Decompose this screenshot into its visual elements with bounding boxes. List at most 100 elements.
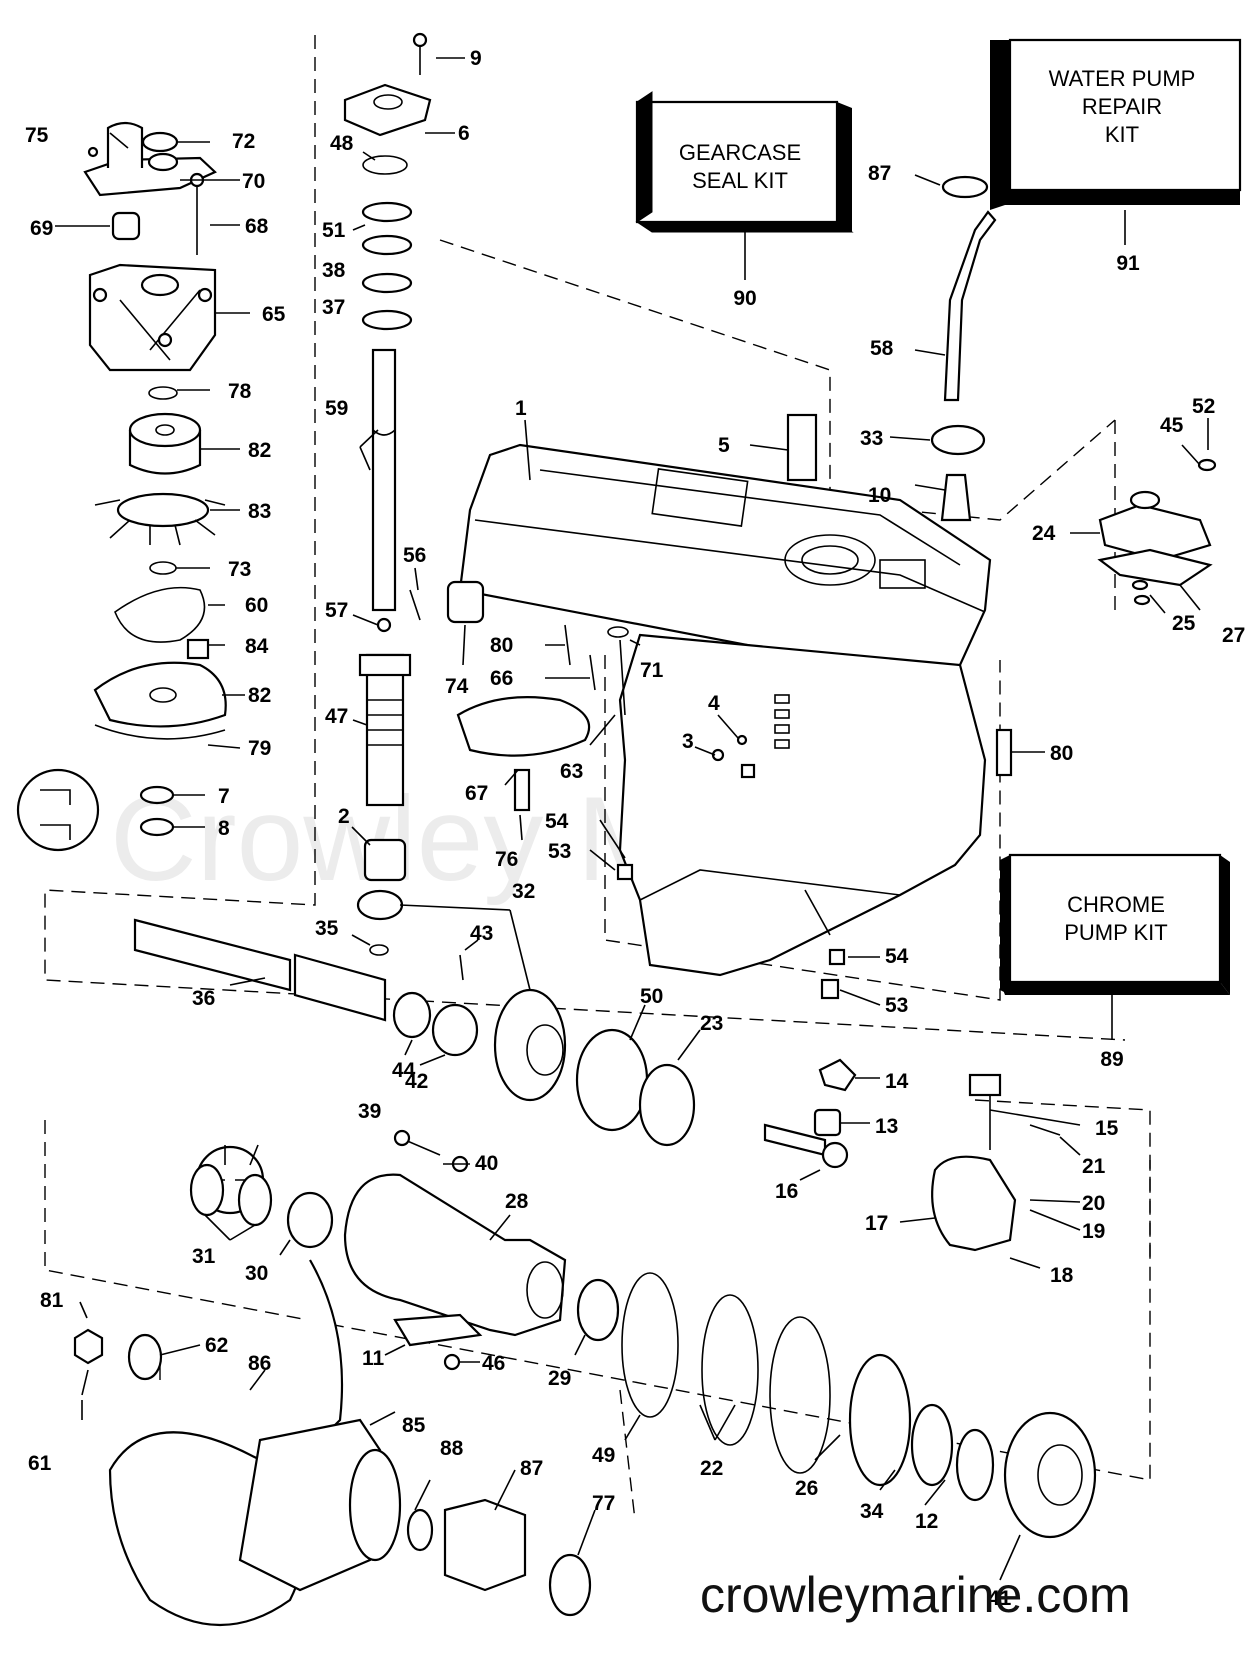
callout-42-dup: 42: [405, 1070, 428, 1093]
callout-12: 12: [915, 1510, 938, 1533]
callout-25: 25: [1172, 612, 1196, 635]
callout-13: 13: [875, 1115, 898, 1138]
callout-68: 68: [245, 215, 269, 238]
callout-86: 86: [248, 1352, 271, 1375]
callout-81: 81: [40, 1289, 64, 1312]
gearcase-housing: [458, 443, 992, 977]
callout-83: 83: [248, 500, 271, 523]
callout-46-dup: 46: [482, 1352, 505, 1375]
propeller-parts: [73, 1259, 592, 1626]
callout-79: 79: [248, 737, 271, 760]
callout-6: 6: [458, 122, 470, 145]
callout-61: 61: [28, 1452, 52, 1475]
callout-8: 8: [218, 817, 230, 840]
callout-9: 9: [470, 47, 482, 70]
callout-58: 58: [870, 337, 894, 360]
kit-91-line-1: WATER PUMP: [1049, 66, 1196, 91]
callout-2: 2: [338, 805, 350, 828]
driveshaft-parts: [343, 32, 432, 956]
callout-10: 10: [868, 484, 891, 507]
callout-53-dup: 53: [885, 994, 908, 1017]
callout-18: 18: [1050, 1264, 1074, 1287]
callout-4: 4: [708, 692, 720, 715]
callout-70: 70: [242, 170, 265, 193]
callout-15: 15: [1095, 1117, 1119, 1140]
callout-37: 37: [322, 296, 345, 319]
leader-lines: [55, 57, 1209, 1581]
callout-71: 71: [640, 659, 664, 682]
callout-11: 11: [362, 1347, 385, 1370]
callout-82: 82: [248, 439, 271, 462]
callout-75: 75: [25, 124, 49, 147]
callout-85-dup: 85: [402, 1414, 426, 1437]
gearcase-seal-kit: GEARCASE SEAL KIT 90: [635, 91, 854, 310]
callout-88: 88: [440, 1437, 464, 1460]
kit-90-line-2: SEAL KIT: [692, 168, 788, 193]
callout-59: 59: [325, 397, 348, 420]
kit-91-number: 91: [1116, 252, 1140, 275]
callout-7: 7: [218, 785, 230, 808]
callout-28: 28: [505, 1190, 529, 1213]
callout-53: 53: [548, 840, 571, 863]
kit-90-number: 90: [733, 287, 756, 310]
callout-48: 48: [330, 132, 354, 155]
callout-66: 66: [490, 667, 513, 690]
callout-47: 47: [325, 705, 348, 728]
kit-89-line-2: PUMP KIT: [1064, 920, 1168, 945]
callout-52: 52: [1192, 395, 1215, 418]
callout-43: 43: [470, 922, 493, 945]
kit-91-line-3: KIT: [1105, 122, 1139, 147]
callout-27: 27: [1222, 624, 1245, 647]
callout-77: 77: [592, 1492, 615, 1515]
callout-22: 22: [700, 1457, 723, 1480]
callout-21: 21: [1082, 1155, 1106, 1178]
callout-54: 54: [545, 810, 569, 833]
callout-57: 57: [325, 599, 348, 622]
callout-60: 60: [245, 594, 268, 617]
callout-80: 80: [490, 634, 513, 657]
callout-40: 40: [475, 1152, 498, 1175]
callout-3: 3: [682, 730, 694, 753]
callout-51: 51: [322, 219, 346, 242]
callout-44: 44: [392, 1059, 416, 1082]
callout-56: 56: [403, 544, 426, 567]
callout-31: 31: [192, 1245, 216, 1268]
kit-89-number: 89: [1100, 1048, 1123, 1071]
callout-5: 5: [718, 434, 730, 457]
right-side-parts: [446, 175, 1217, 1000]
kit-91-line-2: REPAIR: [1082, 94, 1162, 119]
callout-50: 50: [640, 985, 663, 1008]
chrome-pump-kit: CHROME PUMP KIT 89: [1000, 853, 1230, 1071]
callout-62-dup: 62: [205, 1334, 228, 1357]
callout-84: 84: [245, 635, 269, 658]
callout-19: 19: [1082, 1220, 1105, 1243]
water-pump-parts: [16, 121, 227, 852]
callout-92: 87: [868, 162, 891, 185]
callout-63: 63: [560, 760, 583, 783]
callout-39: 39: [358, 1100, 381, 1123]
kit-89-line-1: CHROME: [1067, 892, 1165, 917]
callout-numbers: 9 6 48 51 38 37 59 56 57 47 2 35 32 43 3…: [25, 47, 1245, 1610]
callout-80-dup: 80: [1050, 742, 1073, 765]
callout-76: 76: [495, 848, 518, 871]
callout-49-dup: 49: [592, 1444, 615, 1467]
callout-78: 78: [228, 380, 252, 403]
callout-33: 33: [860, 427, 883, 450]
callout-20: 20: [1082, 1192, 1105, 1215]
callout-73: 73: [228, 558, 251, 581]
callout-1: 1: [515, 397, 527, 420]
callout-29: 29: [548, 1367, 571, 1390]
callout-38: 38: [322, 259, 346, 282]
lower-row-parts: [189, 1145, 1097, 1539]
propshaft-parts: [133, 918, 1061, 1252]
callout-67: 67: [465, 782, 488, 805]
callout-23: 23: [700, 1012, 723, 1035]
callout-87: 87: [520, 1457, 543, 1480]
callout-30: 30: [245, 1262, 268, 1285]
callout-65: 65: [262, 303, 286, 326]
kit-90-line-1: GEARCASE: [679, 140, 801, 165]
callout-45: 45: [1160, 414, 1184, 437]
callout-82-dup: 82: [248, 684, 271, 707]
